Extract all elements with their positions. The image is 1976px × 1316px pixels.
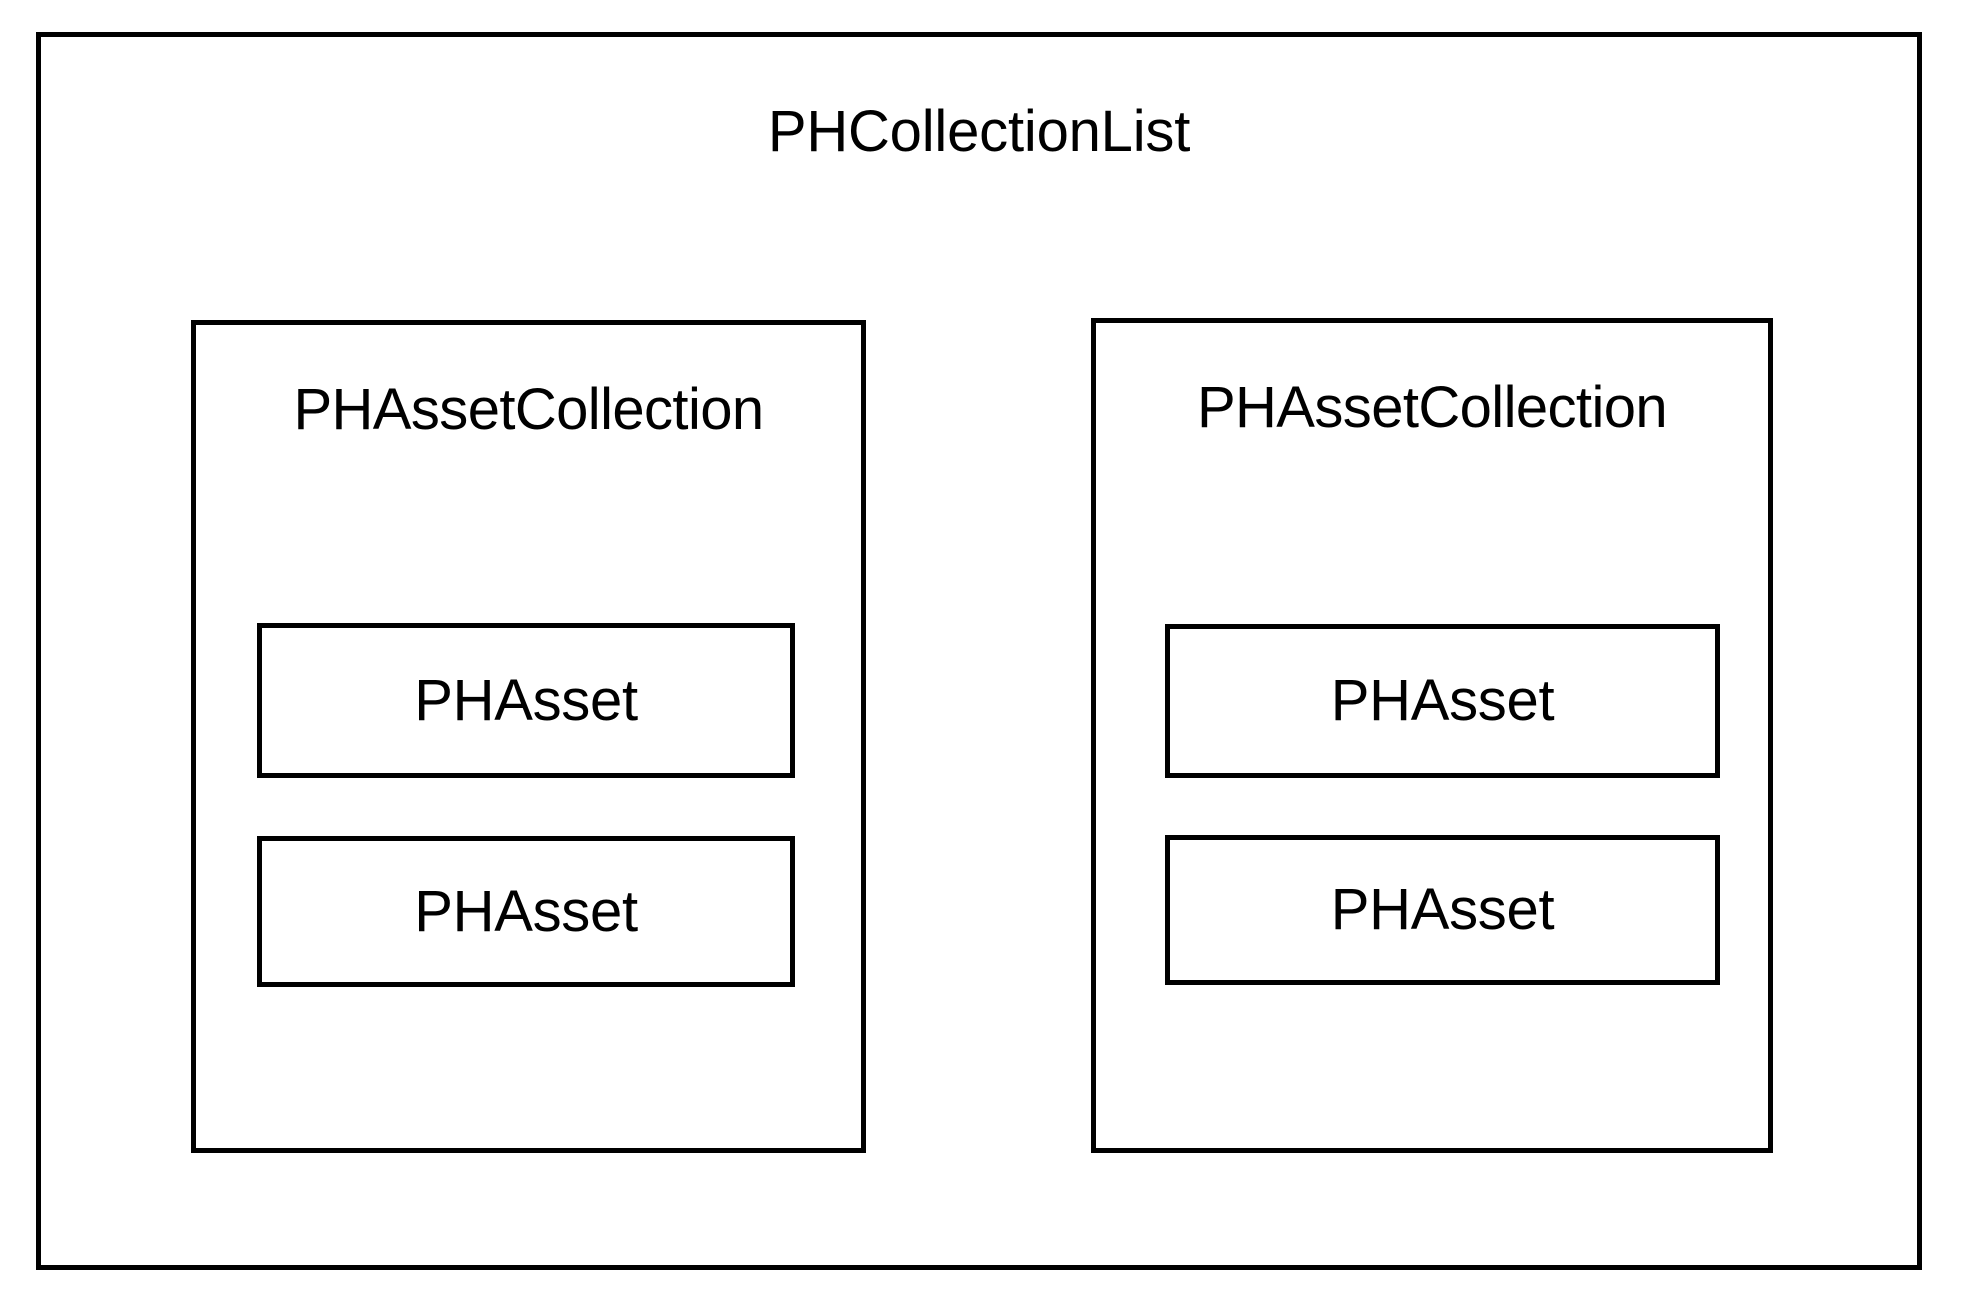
page-title: PHCollectionList [767,99,1191,164]
asset-label-2-1: PHAsset [1330,668,1555,733]
asset-label-1-1: PHAsset [414,667,638,733]
asset-label-2-2: PHAsset [1330,877,1555,942]
phcollectionlist-container: PHCollectionList PHAssetCollection PHAss… [36,32,1922,1270]
collection-box-2: PHAssetCollection PHAsset PHAsset [1091,318,1773,1153]
asset-box-1-2: PHAsset [257,836,795,987]
asset-label-1-2: PHAsset [414,878,638,944]
collection-box-1: PHAssetCollection PHAsset PHAsset [191,320,866,1153]
collection-label-1: PHAssetCollection [293,377,764,442]
asset-box-2-1: PHAsset [1165,624,1720,778]
asset-box-1-1: PHAsset [257,623,795,778]
asset-box-2-2: PHAsset [1165,835,1720,985]
collection-label-2: PHAssetCollection [1196,375,1668,440]
